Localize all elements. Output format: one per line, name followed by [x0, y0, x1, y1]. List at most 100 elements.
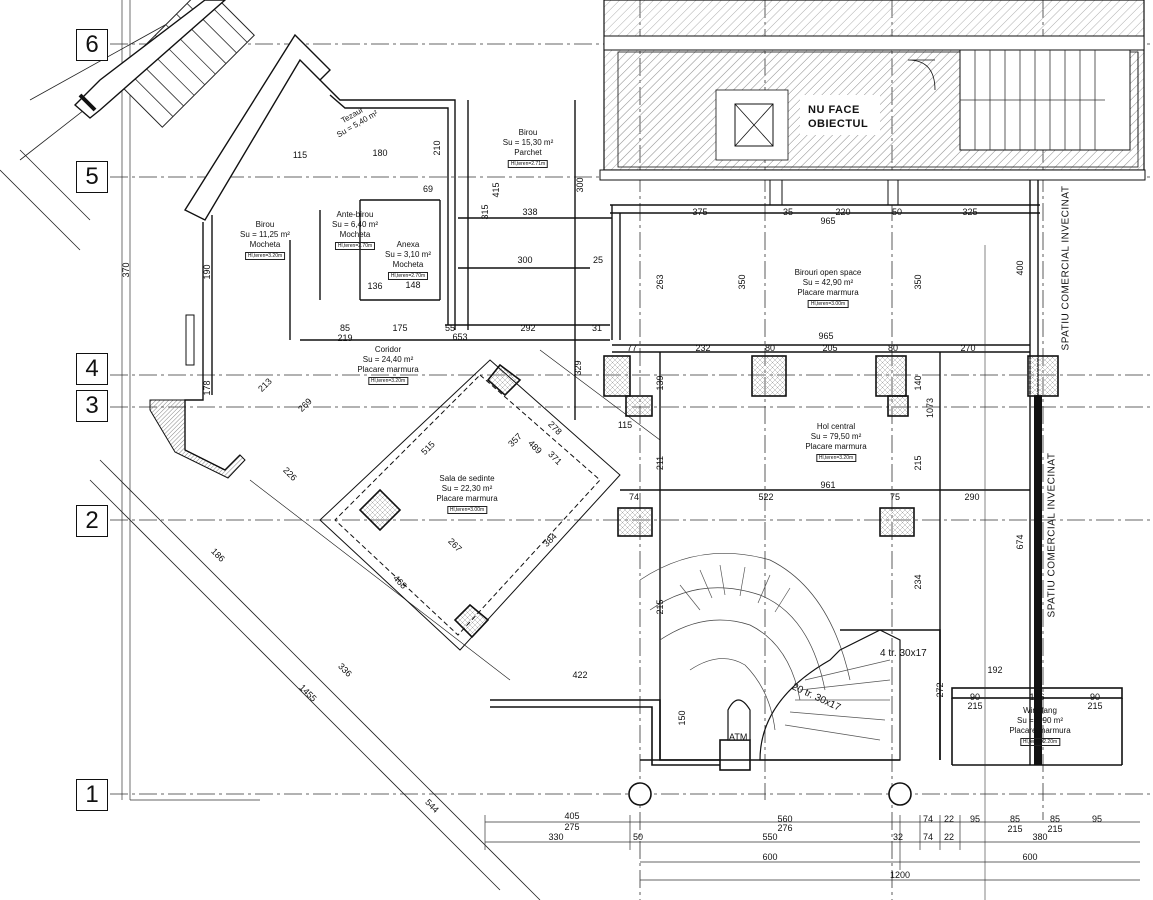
dimension-label: 350: [913, 274, 923, 290]
dimension-label: 192: [987, 665, 1003, 675]
dimension-label: 270: [960, 343, 976, 353]
dimension-label: 50: [632, 832, 644, 842]
dimension-label: 178: [202, 380, 212, 396]
axis-marker-5: 5: [76, 161, 108, 193]
dimension-label: 1073: [925, 397, 935, 419]
dimension-label: 232: [695, 343, 711, 353]
room-level: Hl,teren=2.20m: [1019, 738, 1061, 746]
room-name: Coridor: [374, 345, 402, 354]
dimension-label: 375: [692, 207, 708, 217]
dimension-label: 1200: [889, 870, 911, 880]
room-area: Su = 6,40 m²: [331, 220, 379, 229]
room-windfang: Windfang Su = 5,90 m² Placare marmura Hl…: [1009, 706, 1071, 746]
dimension-label: 300: [517, 255, 533, 265]
dimension-label: 405: [564, 811, 580, 821]
columns: [358, 355, 1059, 639]
dimension-label: 961: [820, 480, 836, 490]
dimension-label: 215: [1087, 701, 1103, 711]
dimension-label: 276: [777, 823, 793, 833]
room-level: Hl,teren=3.00m: [446, 506, 488, 514]
dimension-label: 150: [677, 710, 687, 726]
room-finish: Placare marmura: [1009, 726, 1071, 735]
room-area: Su = 79,50 m²: [810, 432, 862, 441]
dimension-label: 290: [964, 492, 980, 502]
windfang-walls: [951, 687, 1123, 766]
dimension-label: 674: [1015, 534, 1025, 550]
room-level: Hl,teren=2.70m: [387, 272, 429, 280]
meeting-room-outline: [249, 349, 661, 681]
dimension-label: 25: [592, 255, 604, 265]
room-area: Su = 22,30 m²: [441, 484, 493, 493]
dimension-label: 329: [573, 360, 583, 376]
dimension-label: 35: [782, 207, 794, 217]
dimension-label: 234: [913, 574, 923, 590]
axis-marker-4: 4: [76, 353, 108, 385]
dimension-label: 75: [889, 492, 901, 502]
dimension-label: 74: [922, 832, 934, 842]
room-name: Birou: [518, 128, 538, 137]
dimension-label: 272: [935, 682, 945, 698]
room-finish: Mocheta: [392, 260, 424, 269]
dimension-label: 215: [1007, 824, 1023, 834]
dimension-label: 140: [913, 375, 923, 391]
round-columns: [628, 782, 912, 806]
dimension-label: 95: [969, 814, 981, 824]
dimension-label: 415: [491, 182, 501, 198]
dimension-label: 400: [1015, 260, 1025, 276]
dimension-label: 148: [405, 280, 421, 290]
dimension-label: 560: [777, 814, 793, 824]
dimension-label: 77: [626, 343, 638, 353]
left-dimension-lines: [121, 0, 260, 801]
dimension-label: 50: [891, 207, 903, 217]
bottom-dimension-chains: [484, 815, 1140, 881]
dimension-label: 600: [762, 852, 778, 862]
dimension-label: 22: [943, 832, 955, 842]
dimension-label: 85: [1009, 814, 1021, 824]
dimension-label: 550: [762, 832, 778, 842]
room-finish: Mocheta: [249, 240, 281, 249]
axis-marker-6: 6: [76, 29, 108, 61]
dimension-label: 653: [452, 332, 468, 342]
room-finish: Placare marmura: [805, 442, 867, 451]
dimension-label: 139: [655, 375, 665, 391]
room-level: Hl,teren=3.20m: [815, 454, 857, 462]
dimension-label: 211: [655, 455, 665, 471]
room-finish: Mocheta: [339, 230, 371, 239]
left-window: [185, 314, 195, 366]
neighbour-label-line2: OBIECTUL: [808, 118, 869, 130]
room-level: Hl,teren=3.00m: [807, 300, 849, 308]
dimension-label: 85: [1049, 814, 1061, 824]
dimension-label: 300: [575, 177, 585, 193]
room-area: Su = 24,40 m²: [362, 355, 414, 364]
room-level: Hl,teren=2.70m: [334, 242, 376, 250]
dimension-label: 186: [1029, 692, 1045, 702]
stair-label-4: 4 tr. 30x17: [880, 648, 927, 659]
left-wing-walls: [184, 79, 612, 471]
room-birou-left: Birou Su = 11,25 m² Mocheta Hl,teren=3.2…: [240, 220, 290, 260]
hatched-wall-sw: [149, 399, 246, 479]
neighbour-shop-label-top: SPATIU COMERCIAL INVECINAT: [1060, 185, 1072, 351]
room-level: Hl,teren=3.20m: [244, 252, 286, 260]
dimension-label: 965: [818, 331, 834, 341]
dimension-label: 190: [202, 264, 212, 280]
room-name: Ante-birou: [336, 210, 374, 219]
dimension-label: 263: [655, 274, 665, 290]
atm-kiosk: [727, 699, 751, 741]
neighbour-area-top: [599, 0, 1146, 206]
curved-stair: [639, 552, 901, 761]
room-birou-top: Birou Su = 15,30 m² Parchet Hl,teren=2.7…: [503, 128, 553, 168]
dimension-label: 522: [758, 492, 774, 502]
room-name: Hol central: [816, 422, 856, 431]
room-finish: Placare marmura: [436, 494, 498, 503]
dimension-label: 74: [628, 492, 640, 502]
dimension-label: 370: [121, 262, 131, 278]
room-name: Sala de sedinte: [439, 474, 495, 483]
room-finish: Placare marmura: [357, 365, 419, 374]
room-hol-central: Hol central Su = 79,50 m² Placare marmur…: [805, 422, 867, 462]
axis-marker-1: 1: [76, 779, 108, 811]
dimension-label: 85: [339, 323, 351, 333]
dimension-label: 215: [1047, 824, 1063, 834]
room-level: Hl,teren=2.71m: [507, 160, 549, 168]
axis-marker-3: 3: [76, 390, 108, 422]
